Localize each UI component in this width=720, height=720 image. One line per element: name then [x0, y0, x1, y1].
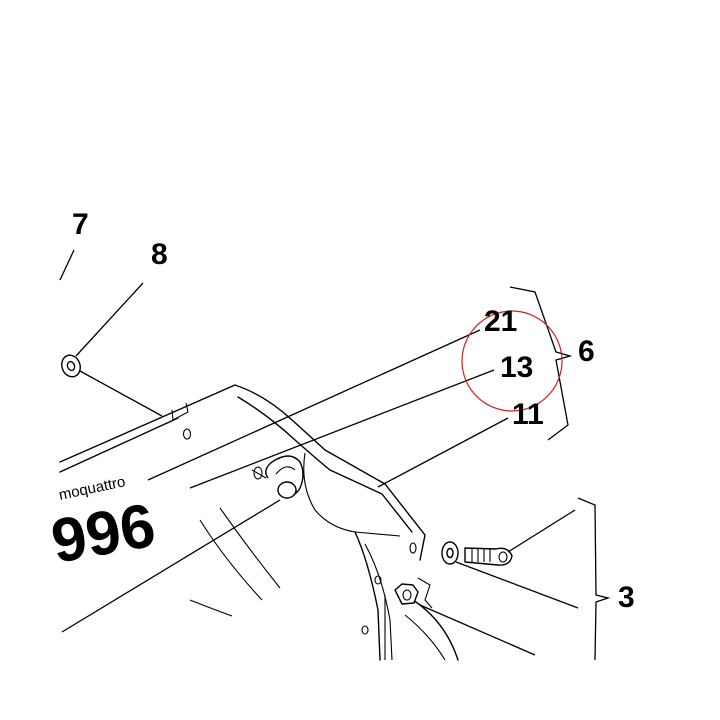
- washer-part-8: [61, 354, 81, 378]
- leader-3-lower: [419, 604, 536, 656]
- leader-hook-down: [61, 499, 281, 633]
- tail-fairing: [59, 384, 459, 661]
- leader-11: [377, 417, 509, 488]
- callout-8: 8: [151, 238, 168, 271]
- leader-7: [59, 249, 75, 281]
- callout-13: 13: [500, 351, 533, 384]
- lower-bolt-part: [394, 583, 419, 605]
- leader-13: [189, 369, 495, 489]
- model-decal: moquattro 996: [46, 473, 160, 577]
- highlight-circle: [461, 310, 563, 412]
- leader-3-mid: [455, 561, 579, 609]
- callout-numbers: 7 8 21 13 11 6 3: [72, 208, 635, 614]
- brackets: [509, 286, 611, 661]
- leader-3-upper: [507, 509, 576, 553]
- callout-11: 11: [512, 398, 544, 431]
- washer-bolt-part-3: [441, 541, 513, 566]
- callout-6: 6: [578, 335, 595, 368]
- leader-lines: [59, 249, 579, 656]
- callout-21: 21: [484, 305, 517, 338]
- bracket-3: [577, 497, 611, 661]
- bracket-6: [509, 286, 573, 441]
- leader-21: [147, 329, 481, 481]
- decal-model-number: 996: [46, 491, 160, 577]
- callout-3: 3: [618, 581, 635, 614]
- leader-8b: [79, 370, 163, 417]
- leader-8: [75, 282, 144, 357]
- callout-7: 7: [72, 208, 89, 241]
- handle-hook-part: [251, 455, 304, 499]
